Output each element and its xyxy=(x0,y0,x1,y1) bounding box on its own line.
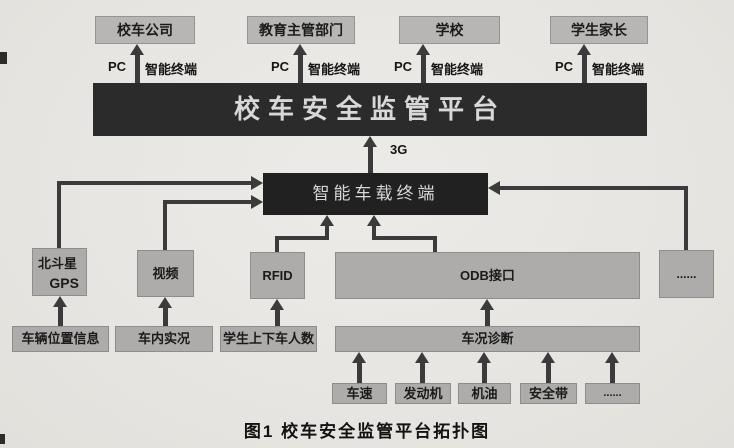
arrow-speed-to-diagnosis xyxy=(352,352,366,383)
node-oil: 机油 xyxy=(458,383,511,404)
arrow-seatbelt-to-diagnosis xyxy=(541,352,555,383)
onboard-terminal: 智能车载终端 xyxy=(263,173,488,215)
arrow-more-to-terminal xyxy=(500,186,688,190)
network-3g-label: 3G xyxy=(390,142,408,157)
node-incar-live: 车内实况 xyxy=(115,326,213,352)
node-student-count: 学生上下车人数 xyxy=(220,326,317,352)
node-vehicle-diagnosis: 车况诊断 xyxy=(335,326,640,352)
node-more-bottom: ...... xyxy=(585,383,640,404)
arrowhead-video-to-terminal xyxy=(251,195,263,209)
arrow-rfid-to-terminal xyxy=(275,236,279,252)
node-odb-interface: ODB接口 xyxy=(335,252,640,299)
arrow-more-to-terminal xyxy=(684,186,688,250)
platform-bar: 校车安全监管平台 xyxy=(93,83,647,136)
arrowhead-more-to-terminal xyxy=(488,181,500,195)
node-school: 学校 xyxy=(399,16,500,44)
node-beidou-gps: 北斗星 GPS xyxy=(32,248,87,296)
arrow-odb-to-terminal xyxy=(433,236,437,252)
node-vehicle-position: 车辆位置信息 xyxy=(12,326,109,352)
node-more-right: ...... xyxy=(659,250,714,298)
node-speed: 车速 xyxy=(332,383,387,404)
node-education-authority: 教育主管部门 xyxy=(247,16,355,44)
access-label-pc: PC xyxy=(107,59,126,74)
arrow-count-to-rfid xyxy=(270,299,284,326)
access-label-terminal: 智能终端 xyxy=(592,62,645,77)
node-video: 视频 xyxy=(137,250,194,297)
arrow-3g-uplink xyxy=(363,136,377,173)
arrow-diagnosis-to-odb xyxy=(480,299,494,326)
scan-artifact xyxy=(0,52,7,64)
arrow-odb-to-terminal xyxy=(372,226,376,238)
arrow-platform-to-education-authority xyxy=(293,44,307,83)
arrow-position-to-beidou xyxy=(53,296,67,326)
node-bus-company: 校车公司 xyxy=(95,16,195,44)
arrow-live-to-video xyxy=(158,297,172,326)
arrowhead-odb-to-terminal xyxy=(367,215,381,226)
arrow-platform-to-bus-company xyxy=(130,44,144,83)
scan-artifact xyxy=(0,434,5,444)
node-seatbelt: 安全带 xyxy=(520,383,577,404)
access-label-terminal: 智能终端 xyxy=(431,62,484,77)
node-engine: 发动机 xyxy=(395,383,451,404)
gps-label: GPS xyxy=(49,275,79,291)
node-rfid: RFID xyxy=(250,252,305,299)
arrow-engine-to-diagnosis xyxy=(415,352,429,383)
arrow-more-to-diagnosis xyxy=(605,352,619,383)
arrow-beidou-to-terminal xyxy=(57,181,61,248)
arrowhead-rfid-to-terminal xyxy=(320,215,334,226)
arrow-odb-to-terminal xyxy=(372,236,437,240)
node-parents: 学生家长 xyxy=(550,16,648,44)
access-label-terminal: 智能终端 xyxy=(308,62,361,77)
access-label-pc: PC xyxy=(270,59,289,74)
access-label-pc: PC xyxy=(393,59,412,74)
arrow-oil-to-diagnosis xyxy=(477,352,491,383)
arrowhead-beidou-to-terminal xyxy=(251,176,263,190)
arrow-platform-to-school xyxy=(416,44,430,83)
access-label-terminal: 智能终端 xyxy=(145,62,198,77)
arrow-rfid-to-terminal xyxy=(325,226,329,238)
beidou-label: 北斗星 xyxy=(38,256,78,271)
arrow-video-to-terminal xyxy=(163,200,167,250)
arrow-beidou-to-terminal xyxy=(57,181,252,185)
arrow-platform-to-parents xyxy=(577,44,591,83)
figure-caption: 图1 校车安全监管平台拓扑图 xyxy=(243,422,491,441)
arrow-video-to-terminal xyxy=(163,200,251,204)
access-label-pc: PC xyxy=(554,59,573,74)
arrow-rfid-to-terminal xyxy=(275,236,329,240)
